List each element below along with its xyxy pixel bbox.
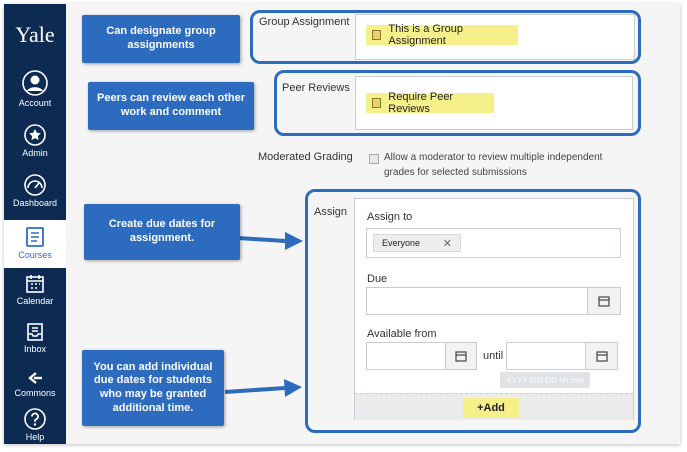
due-arrow-head xyxy=(285,232,303,250)
account-icon xyxy=(22,70,48,96)
due-arrow-line xyxy=(237,236,286,243)
yale-logo[interactable]: Yale xyxy=(15,22,55,47)
nav-courses[interactable]: Courses xyxy=(4,220,66,268)
nav-calendar[interactable]: Calendar xyxy=(4,274,66,316)
assign-highlight-ring xyxy=(305,189,641,433)
nav-dashboard[interactable]: Dashboard xyxy=(4,174,66,216)
date-format-hint: YYYY-MM-DD hh:mm xyxy=(500,372,590,388)
moderated-grading-description: Allow a moderator to review multiple ind… xyxy=(384,150,602,180)
tag-label: Everyone xyxy=(382,238,421,248)
group-assignment-checkbox[interactable]: This is a Group Assignment xyxy=(366,23,518,47)
due-date-input[interactable] xyxy=(366,287,588,315)
remove-tag-icon[interactable]: ✕ xyxy=(442,237,452,250)
callout-peer-reviews: Peers can review each other work and com… xyxy=(88,82,254,130)
dashboard-icon xyxy=(24,174,46,196)
until-label: until xyxy=(483,350,504,362)
nav-admin[interactable]: Admin xyxy=(4,124,66,166)
group-highlight-ring xyxy=(250,10,641,64)
due-label: Due xyxy=(367,273,388,285)
peer-reviews-label: Peer Reviews xyxy=(282,82,350,94)
available-from-label: Available from xyxy=(367,328,437,340)
callout-group-assignments: Can designate group assignments xyxy=(82,15,240,63)
nav-label: Courses xyxy=(18,250,52,260)
available-from-picker-button[interactable] xyxy=(445,342,477,370)
calendar-icon xyxy=(595,351,608,362)
calendar-icon xyxy=(26,275,44,293)
nav-account[interactable]: Account xyxy=(4,70,66,116)
peer-reviews-checkbox[interactable]: Require Peer Reviews xyxy=(366,91,494,115)
calendar-icon xyxy=(598,296,610,307)
assign-label: Assign xyxy=(314,206,348,218)
nav-inbox[interactable]: Inbox xyxy=(4,322,66,364)
checkbox-box[interactable] xyxy=(372,98,382,108)
assign-to-input[interactable] xyxy=(366,228,621,258)
checkbox-box[interactable] xyxy=(372,30,382,40)
checkbox-label: Require Peer Reviews xyxy=(388,91,454,115)
nav-label: Account xyxy=(18,98,52,108)
nav-help[interactable]: Help xyxy=(4,408,66,444)
nav-label: Commons xyxy=(14,388,56,398)
help-icon xyxy=(24,408,46,430)
due-date-picker-button[interactable] xyxy=(587,287,621,315)
until-picker-button[interactable] xyxy=(585,342,618,370)
callout-due-dates: Create due dates for assignment. xyxy=(84,204,240,260)
calendar-icon xyxy=(455,351,467,362)
description-line: Allow a moderator to review multiple ind… xyxy=(384,152,603,163)
commons-icon xyxy=(28,372,42,384)
individual-arrow-line xyxy=(224,386,286,394)
moderated-grading-label: Moderated Grading xyxy=(258,151,353,163)
moderated-grading-checkbox[interactable] xyxy=(369,151,386,169)
description-line: grades for selected submissions xyxy=(384,167,527,178)
checkbox-label: This is a Group Assignment xyxy=(388,23,463,47)
group-assignment-label: Group Assignment xyxy=(259,16,350,28)
courses-icon xyxy=(26,227,44,247)
checkbox-box[interactable] xyxy=(369,154,379,164)
add-button[interactable]: +Add xyxy=(463,398,519,418)
assign-to-label: Assign to xyxy=(367,211,413,223)
admin-icon xyxy=(24,124,46,146)
nav-label: Dashboard xyxy=(12,198,58,208)
nav-label: Admin xyxy=(22,148,48,158)
assign-tag-everyone: Everyone ✕ xyxy=(373,234,461,252)
nav-label: Calendar xyxy=(16,296,54,306)
global-navigation: Yale Account Admin Dashboard Courses Cal… xyxy=(4,4,66,444)
callout-individual-dates: You can add individual due dates for stu… xyxy=(82,350,224,426)
peer-highlight-ring xyxy=(274,70,641,136)
inbox-icon xyxy=(27,323,43,341)
nav-commons[interactable]: Commons xyxy=(4,370,66,408)
nav-label: Help xyxy=(25,432,45,442)
individual-arrow-head xyxy=(284,379,302,397)
nav-label: Inbox xyxy=(23,344,47,354)
